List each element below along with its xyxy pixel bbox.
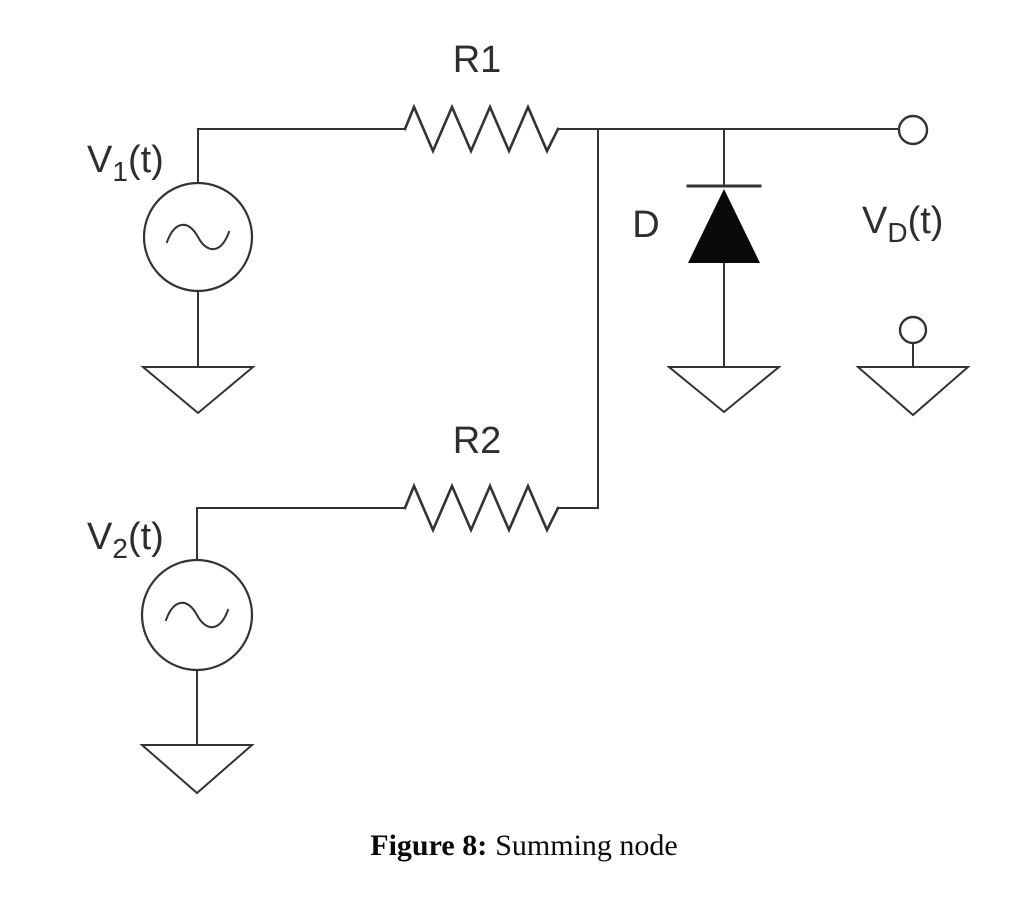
figure-caption-label: Figure 8: (370, 829, 488, 862)
sine-wave-icon (164, 601, 230, 629)
v1-argument: (t) (128, 139, 164, 181)
resistor-r2-label: R2 (453, 420, 502, 462)
output-terminal-icon (897, 114, 929, 146)
diode-label: D (632, 204, 659, 246)
diode-icon (688, 189, 760, 263)
source-v2-label: V2(t) (87, 516, 164, 564)
v2-argument: (t) (128, 516, 164, 558)
v2-symbol: V (87, 516, 113, 558)
sine-wave-icon (165, 223, 231, 251)
resistor-r1-icon (403, 103, 560, 155)
vd-argument: (t) (908, 200, 944, 242)
v1-subscript: 1 (112, 156, 128, 187)
v1-symbol: V (87, 139, 113, 181)
figure-caption: Figure 8:Summing node (370, 829, 677, 863)
ground-icon-v2 (139, 744, 255, 795)
wire-v2-to-r2 (196, 507, 406, 561)
ground-icon-diode (666, 366, 782, 414)
vd-symbol: V (862, 200, 888, 242)
v2-subscript: 2 (112, 533, 128, 564)
output-vd-label: VD(t) (862, 200, 943, 248)
figure-caption-text: Summing node (495, 829, 678, 862)
vd-subscript: D (887, 217, 907, 248)
ground-icon-v1 (140, 366, 256, 415)
wire-v1-to-r1 (197, 128, 406, 184)
ground-icon-reference (855, 366, 971, 417)
reference-terminal-icon (898, 315, 928, 345)
source-v1-label: V1(t) (87, 139, 164, 187)
resistor-r2-icon (403, 482, 560, 534)
resistor-r1-label: R1 (453, 39, 502, 81)
